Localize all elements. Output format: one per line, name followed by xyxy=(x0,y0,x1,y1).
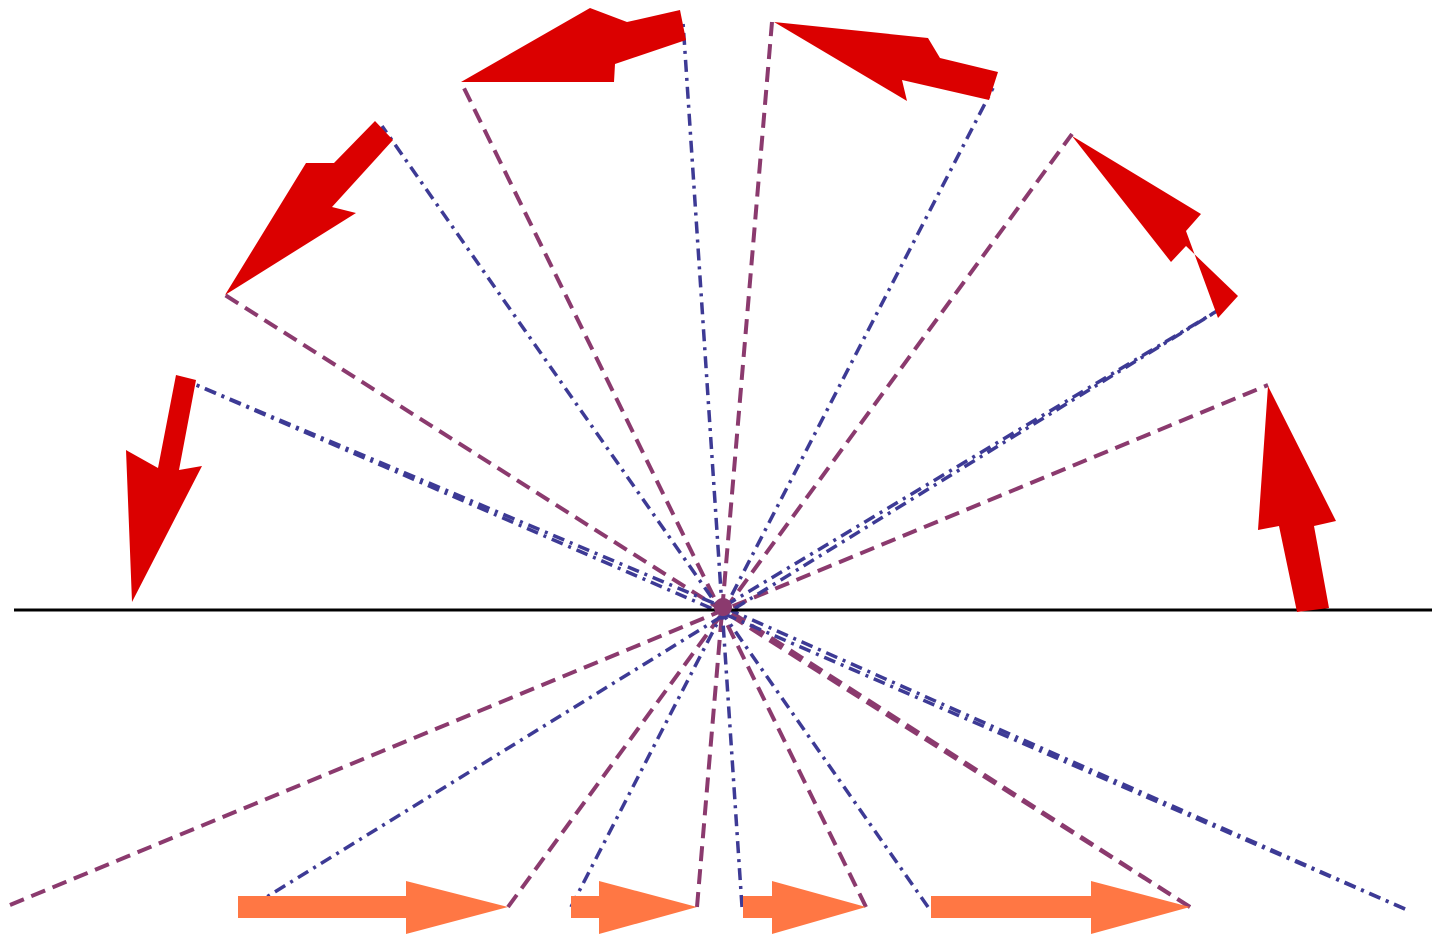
dashdot-ray xyxy=(179,376,724,609)
orange-arrow xyxy=(931,881,1190,934)
red-arrow xyxy=(1072,136,1238,318)
red-arrow xyxy=(774,22,998,101)
dashdot-ray xyxy=(681,21,744,908)
dashdot-ray xyxy=(380,124,930,909)
red-arrows xyxy=(126,8,1336,612)
orange-arrow xyxy=(743,881,866,934)
red-arrow xyxy=(461,8,686,82)
dashed-ray xyxy=(459,81,868,908)
orange-arrows xyxy=(238,881,1190,934)
dashdot-ray xyxy=(569,87,995,908)
dashed-ray xyxy=(695,21,774,908)
dashed-ray xyxy=(9,383,1269,907)
dashed-ray xyxy=(721,605,1192,909)
red-arrow xyxy=(225,121,393,295)
center-point xyxy=(714,598,732,616)
orange-arrow xyxy=(571,881,697,934)
dashdot-rays xyxy=(179,21,1406,911)
red-arrow xyxy=(126,375,202,602)
dashed-rays xyxy=(9,21,1269,909)
dashdot-ray xyxy=(722,306,1223,609)
orange-arrow xyxy=(238,881,508,934)
dashdot-ray xyxy=(722,605,1406,911)
red-arrow xyxy=(1258,386,1336,612)
dashdot-ray xyxy=(251,306,1223,908)
